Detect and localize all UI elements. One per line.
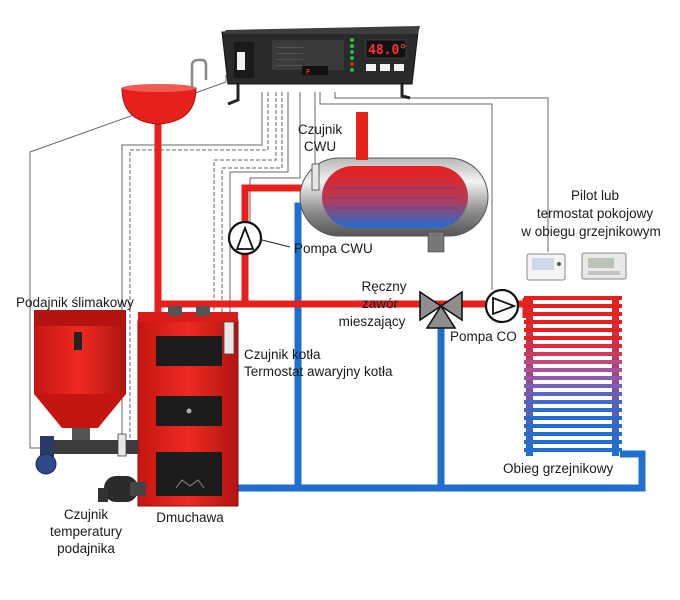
wire-boiler-sensor-2 [229,92,289,322]
radiator [524,296,622,456]
pump-cwu [227,220,263,256]
hot-water-tank [299,112,489,253]
pellet-feeder [34,310,138,475]
label-pilot-1: Pilot lub [571,188,619,203]
feeder-motor-icon [35,453,57,475]
pump-co [484,288,520,324]
radiator-fins [524,296,622,452]
cwu-sensor [311,163,320,191]
wire-feeder-motor [29,75,227,449]
remote-thermostat [526,253,566,281]
feeder-motor [40,436,54,458]
three-way-valve-icon [419,290,463,329]
label-pilot-2: termostat pokojowy [537,206,654,221]
controller-temperature-display: 48.0° [368,43,407,58]
svg-text:...........................: ........................... [276,63,303,67]
wire-pump-co [319,92,493,290]
controller-small-display: F [306,68,310,76]
svg-text:...........................: ........................... [276,45,303,49]
supply-pipe-cwu [241,184,318,304]
label-pilot-3: w obiegu grzejnikowym [520,224,661,239]
boiler [137,306,239,507]
pump-cwu-leader [261,239,291,248]
label-obieg: Obieg grzejnikowy [503,461,614,476]
wire-feeder-sensor [129,92,269,448]
room-thermostat [581,252,627,280]
label-czujnik-podajnika-3: podajnika [57,541,115,556]
controller-unit: ........................... ............… [221,26,420,106]
status-leds [350,38,354,72]
signal-wires [29,75,549,499]
labels: Czujnik CWU Pompa CWU Pilot lub termosta… [16,122,661,556]
power-switch [237,52,245,70]
label-czujnik-kotla-2: Termostat awaryjny kotła [244,364,393,379]
svg-text:...........................: ........................... [276,51,303,55]
controller-plus-button [394,64,404,71]
auger-tube [44,440,138,454]
svg-text:...........................: ........................... [276,57,303,61]
label-pompa-cwu: Pompa CWU [294,241,373,256]
feeder-temperature-sensor [117,433,127,457]
wire-boiler-sensor [221,92,283,318]
wire-thermostat [334,92,549,252]
label-czujnik-kotla-1: Czujnik kotła [244,347,321,362]
label-czujnik-cwu-1: Czujnik [298,122,343,137]
label-dmuchawa: Dmuchawa [156,510,224,525]
upper-door [156,336,222,366]
expansion-vessel [121,58,208,125]
label-zawor-3: mieszający [339,314,406,329]
label-zawor-2: zawór [362,296,399,311]
controller-minus-button [366,64,376,71]
boiler-sensor [223,321,235,355]
label-podajnik: Podajnik ślimakowy [16,295,134,310]
wire-feeder-sensor-2 [121,92,263,450]
label-czujnik-podajnika-1: Czujnik [64,507,109,522]
blower-fan-icon [98,476,146,502]
controller-menu-button [380,64,390,71]
label-czujnik-cwu-2: CWU [304,139,336,154]
label-pompa-co: Pompa CO [450,329,517,344]
label-czujnik-podajnika-2: temperatury [50,524,122,539]
ash-door [156,452,222,496]
label-zawor-1: Ręczny [361,279,406,294]
wire-pump-cwu [249,92,301,222]
